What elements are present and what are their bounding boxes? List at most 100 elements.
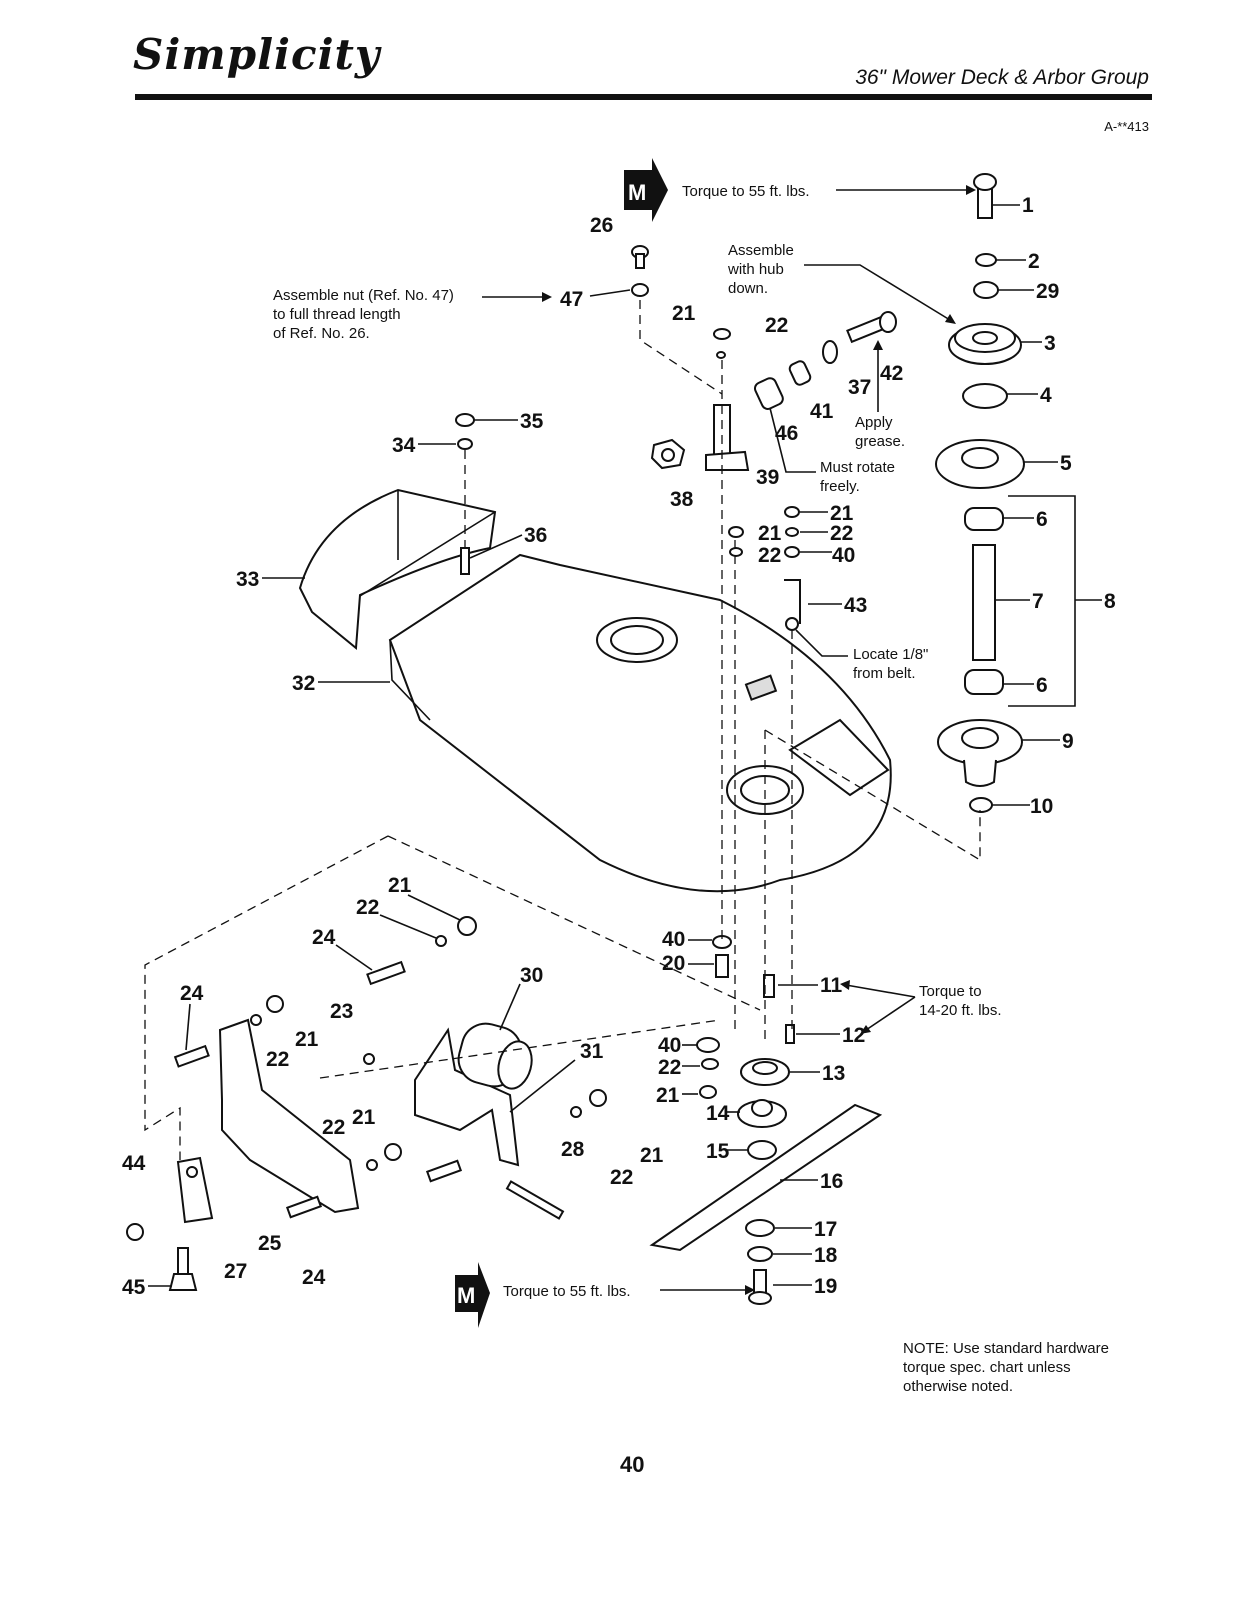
assemble-hub-line-2: with hub [728, 261, 784, 278]
callout-21a: 21 [672, 302, 696, 325]
callout-21h: 21 [640, 1144, 664, 1167]
callout-27: 27 [224, 1260, 247, 1283]
callout-47: 47 [560, 288, 583, 311]
callout-22e: 22 [356, 896, 379, 919]
callout-30: 30 [520, 964, 543, 987]
callout-10: 10 [1030, 795, 1053, 818]
footnote-line-1: NOTE: Use standard hardware [903, 1340, 1109, 1357]
callout-11: 11 [820, 974, 843, 997]
callout-numbers: 1 2 29 3 4 5 6 7 8 6 9 10 26 47 21 22 42… [122, 194, 1116, 1299]
callout-21e: 21 [388, 874, 412, 897]
footnote-line-2: torque spec. chart unless [903, 1359, 1071, 1376]
callout-24a: 24 [312, 926, 336, 949]
callout-37: 37 [848, 376, 871, 399]
assembly-dash-lines [144, 300, 981, 1160]
callout-43: 43 [844, 594, 867, 617]
locate-line-1: Locate 1/8" [853, 646, 929, 663]
idler-parts [455, 245, 897, 631]
callout-42: 42 [880, 362, 903, 385]
callout-8: 8 [1104, 590, 1116, 613]
callout-12: 12 [842, 1024, 865, 1047]
assemble-nut-line-3: of Ref. No. 26. [273, 325, 370, 342]
callout-32: 32 [292, 672, 315, 695]
callout-40a: 40 [832, 544, 855, 567]
callout-20: 20 [662, 952, 685, 975]
callout-22h: 22 [610, 1166, 633, 1189]
callout-16: 16 [820, 1170, 843, 1193]
callout-22d: 22 [658, 1056, 681, 1079]
callout-14: 14 [706, 1102, 730, 1125]
assemble-nut-note: Assemble nut (Ref. No. 47) to full threa… [273, 286, 454, 343]
footnote: NOTE: Use standard hardware torque spec.… [903, 1339, 1109, 1396]
callout-17: 17 [814, 1218, 837, 1241]
callout-3: 3 [1044, 332, 1056, 355]
callout-38: 38 [670, 488, 694, 511]
callout-22g: 22 [322, 1116, 345, 1139]
callout-18: 18 [814, 1244, 838, 1267]
callout-5: 5 [1060, 452, 1072, 475]
m-badge-bottom-letter: M [457, 1283, 475, 1308]
callout-44: 44 [122, 1152, 146, 1175]
page-subtitle: 36" Mower Deck & Arbor Group [855, 66, 1149, 89]
callout-31: 31 [580, 1040, 604, 1063]
callout-24c: 24 [302, 1266, 326, 1289]
m-badge-bottom: M [455, 1262, 490, 1328]
callout-1: 1 [1022, 194, 1034, 217]
locate-line-2: from belt. [853, 665, 916, 682]
callout-21b: 21 [830, 502, 854, 525]
header-rule [135, 94, 1152, 100]
callout-25: 25 [258, 1232, 282, 1255]
callout-23: 23 [330, 1000, 353, 1023]
callout-22b: 22 [830, 522, 853, 545]
m-badge-top-letter: M [628, 180, 646, 205]
belt-guard [298, 488, 497, 650]
callout-36: 36 [524, 524, 547, 547]
callout-22c: 22 [758, 544, 781, 567]
callout-22f: 22 [266, 1048, 289, 1071]
callout-4: 4 [1040, 384, 1052, 407]
callout-29: 29 [1036, 280, 1059, 303]
m-badge-top: M [624, 158, 668, 222]
callout-39: 39 [756, 466, 779, 489]
torque-small-note: Torque to 14-20 ft. lbs. [919, 982, 1002, 1020]
bracket-group [126, 916, 607, 1291]
assemble-hub-note: Assemble with hub down. [728, 241, 794, 298]
callout-21g: 21 [352, 1106, 376, 1129]
callout-28: 28 [561, 1138, 585, 1161]
assemble-nut-line-1: Assemble nut (Ref. No. 47) [273, 287, 454, 304]
must-rotate-line-2: freely. [820, 478, 860, 495]
callout-22a: 22 [765, 314, 788, 337]
must-rotate-line-1: Must rotate [820, 459, 896, 476]
callout-21d: 21 [656, 1084, 680, 1107]
callout-26: 26 [590, 214, 613, 237]
callout-35: 35 [520, 410, 544, 433]
footnote-line-3: otherwise noted. [903, 1378, 1014, 1395]
callout-15: 15 [706, 1140, 730, 1163]
brand-logo: Simplicity [133, 30, 381, 79]
apply-grease-line-1: Apply [855, 414, 893, 431]
figure-code: A-**413 [1104, 119, 1149, 134]
callout-40c: 40 [658, 1034, 681, 1057]
callout-24b: 24 [180, 982, 204, 1005]
callout-19: 19 [814, 1275, 837, 1298]
assemble-hub-line-3: down. [728, 280, 769, 297]
assemble-hub-line-1: Assemble [728, 242, 794, 259]
torque-small-line-1: Torque to [919, 983, 982, 1000]
arbor-stack [935, 173, 1076, 813]
callout-34: 34 [392, 434, 416, 457]
callout-41: 41 [810, 400, 834, 423]
callout-40b: 40 [662, 928, 685, 951]
callout-7: 7 [1032, 590, 1044, 613]
callout-13: 13 [822, 1062, 845, 1085]
callout-45: 45 [122, 1276, 146, 1299]
callout-33: 33 [236, 568, 259, 591]
page-number: 40 [620, 1452, 645, 1477]
apply-grease-line-2: grease. [855, 433, 906, 450]
callout-46: 46 [775, 422, 798, 445]
torque-note-bottom: Torque to 55 ft. lbs. [503, 1283, 631, 1300]
mower-deck [388, 553, 892, 893]
assemble-nut-line-2: to full thread length [273, 306, 401, 323]
apply-grease-note: Apply grease. [855, 413, 905, 451]
callout-6a: 6 [1036, 508, 1048, 531]
